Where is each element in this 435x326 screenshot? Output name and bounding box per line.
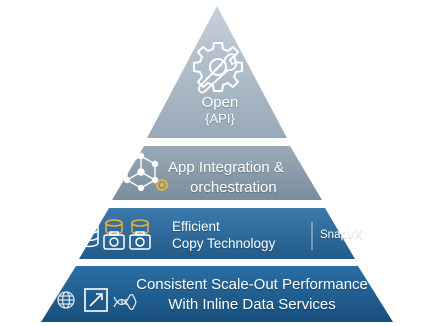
integration-title-line1: App Integration & bbox=[168, 159, 284, 176]
copy-title-line2: Copy Technology bbox=[172, 236, 276, 251]
database-camera-icon bbox=[79, 218, 151, 250]
api-subtitle: {API} bbox=[205, 111, 235, 126]
pyramid-tier-open bbox=[147, 6, 287, 138]
performance-title-line1: Consistent Scale-Out Performance bbox=[136, 276, 368, 293]
performance-title-line2: With Inline Data Services bbox=[168, 296, 336, 313]
copy-title-line1: Efficient bbox=[172, 219, 220, 234]
snapvx-badge: SnapVX bbox=[320, 229, 363, 241]
network-orbit-icon bbox=[123, 152, 168, 192]
dna-helix-icon bbox=[113, 293, 137, 311]
pyramid-tier-performance bbox=[41, 266, 393, 322]
gear-wrench-icon bbox=[193, 42, 243, 94]
pyramid-tier-integration bbox=[112, 146, 322, 200]
globe-icon bbox=[57, 291, 75, 309]
integration-title-line2: orchestration bbox=[190, 179, 277, 196]
expand-arrow-icon bbox=[84, 288, 108, 312]
open-title: Open bbox=[201, 94, 239, 111]
pyramid-tier-copy bbox=[79, 208, 355, 259]
